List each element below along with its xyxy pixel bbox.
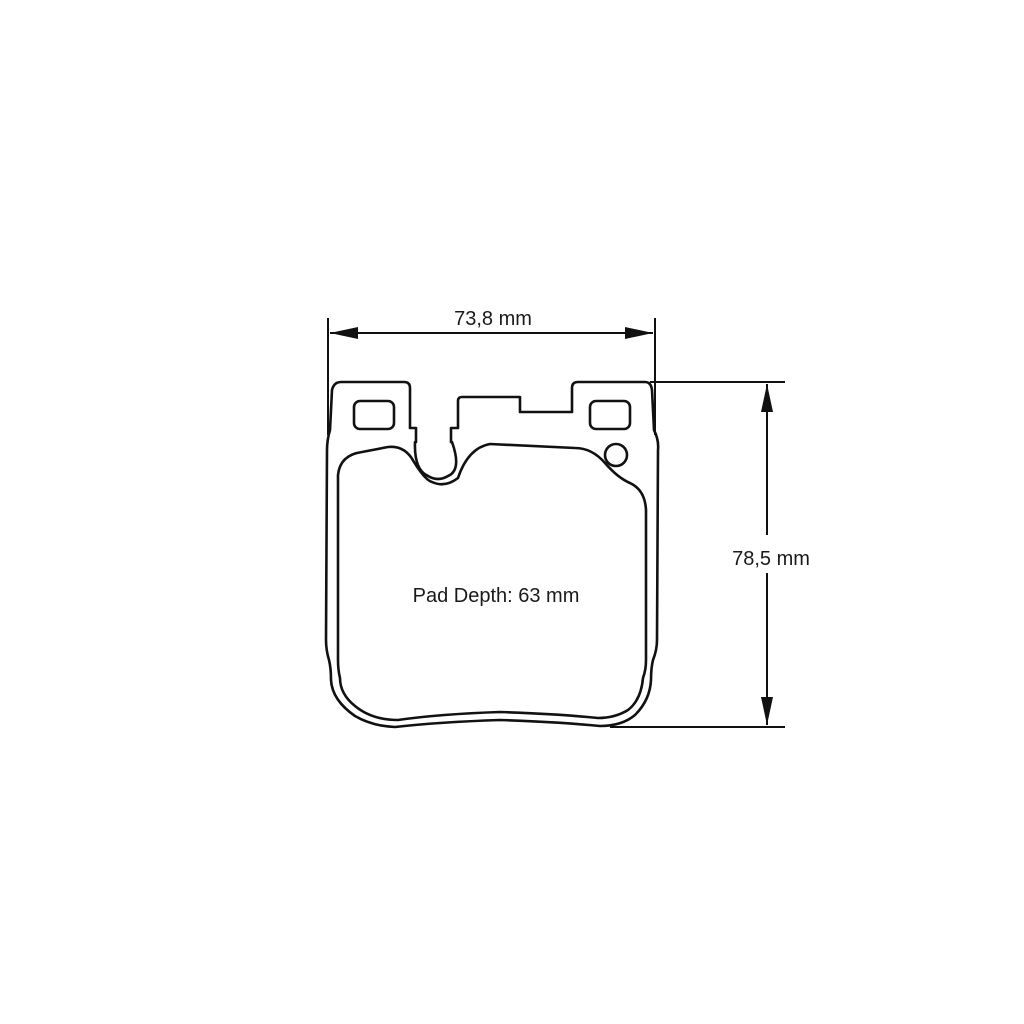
friction-material-outline (336, 442, 648, 722)
right-mounting-slot (588, 399, 632, 431)
height-label: 78,5 mm (732, 548, 810, 570)
width-dimension: 73,8 mm (327, 308, 656, 435)
arrow-up-icon (761, 384, 773, 412)
sensor-hole (603, 442, 629, 468)
backing-plate-outline (324, 380, 660, 729)
height-dimension: 78,5 mm (610, 381, 810, 728)
arrow-down-icon (761, 697, 773, 725)
arrow-right-icon (625, 327, 653, 339)
pad-depth-label: Pad Depth: 63 mm (413, 585, 580, 607)
width-label: 73,8 mm (454, 308, 532, 330)
arrow-left-icon (330, 327, 358, 339)
left-mounting-slot (352, 399, 396, 431)
